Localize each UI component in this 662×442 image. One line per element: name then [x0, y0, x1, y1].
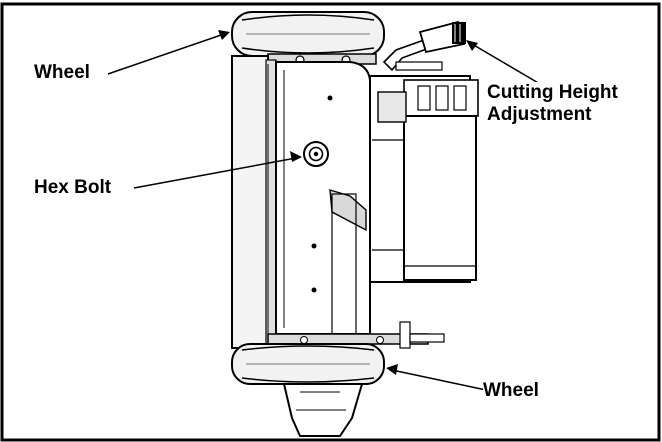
leader-wheel-top [107, 33, 225, 75]
top-wheel [231, 11, 385, 57]
cutting-label-line1: Cutting Height [487, 82, 618, 103]
arrowhead-hex-bolt [290, 151, 302, 162]
arrowhead-wheel-top [218, 30, 230, 40]
wheel-top-label: Wheel [34, 62, 90, 84]
cutting-label-line2: Adjustment [487, 104, 592, 125]
wheel-bottom-label: Wheel [483, 380, 539, 402]
leader-cutting-height [471, 43, 541, 85]
discharge-chute [282, 383, 364, 437]
leader-hex-bolt [133, 157, 297, 189]
arrowhead-cutting-height [466, 40, 478, 51]
deck-housing-left [231, 55, 277, 349]
cutting-height-adjustment-label: Cutting Height Adjustment [487, 82, 618, 126]
arrowhead-wheel-bottom [386, 364, 398, 375]
leader-lines [107, 30, 541, 391]
leader-wheel-bottom [391, 369, 487, 391]
hex-bolt [303, 141, 329, 167]
engine-block [369, 75, 479, 283]
hex-bolt-label: Hex Bolt [34, 177, 112, 199]
deck-main-body [275, 61, 371, 335]
cutting-height-lever [382, 20, 466, 72]
bottom-wheel [231, 343, 385, 385]
